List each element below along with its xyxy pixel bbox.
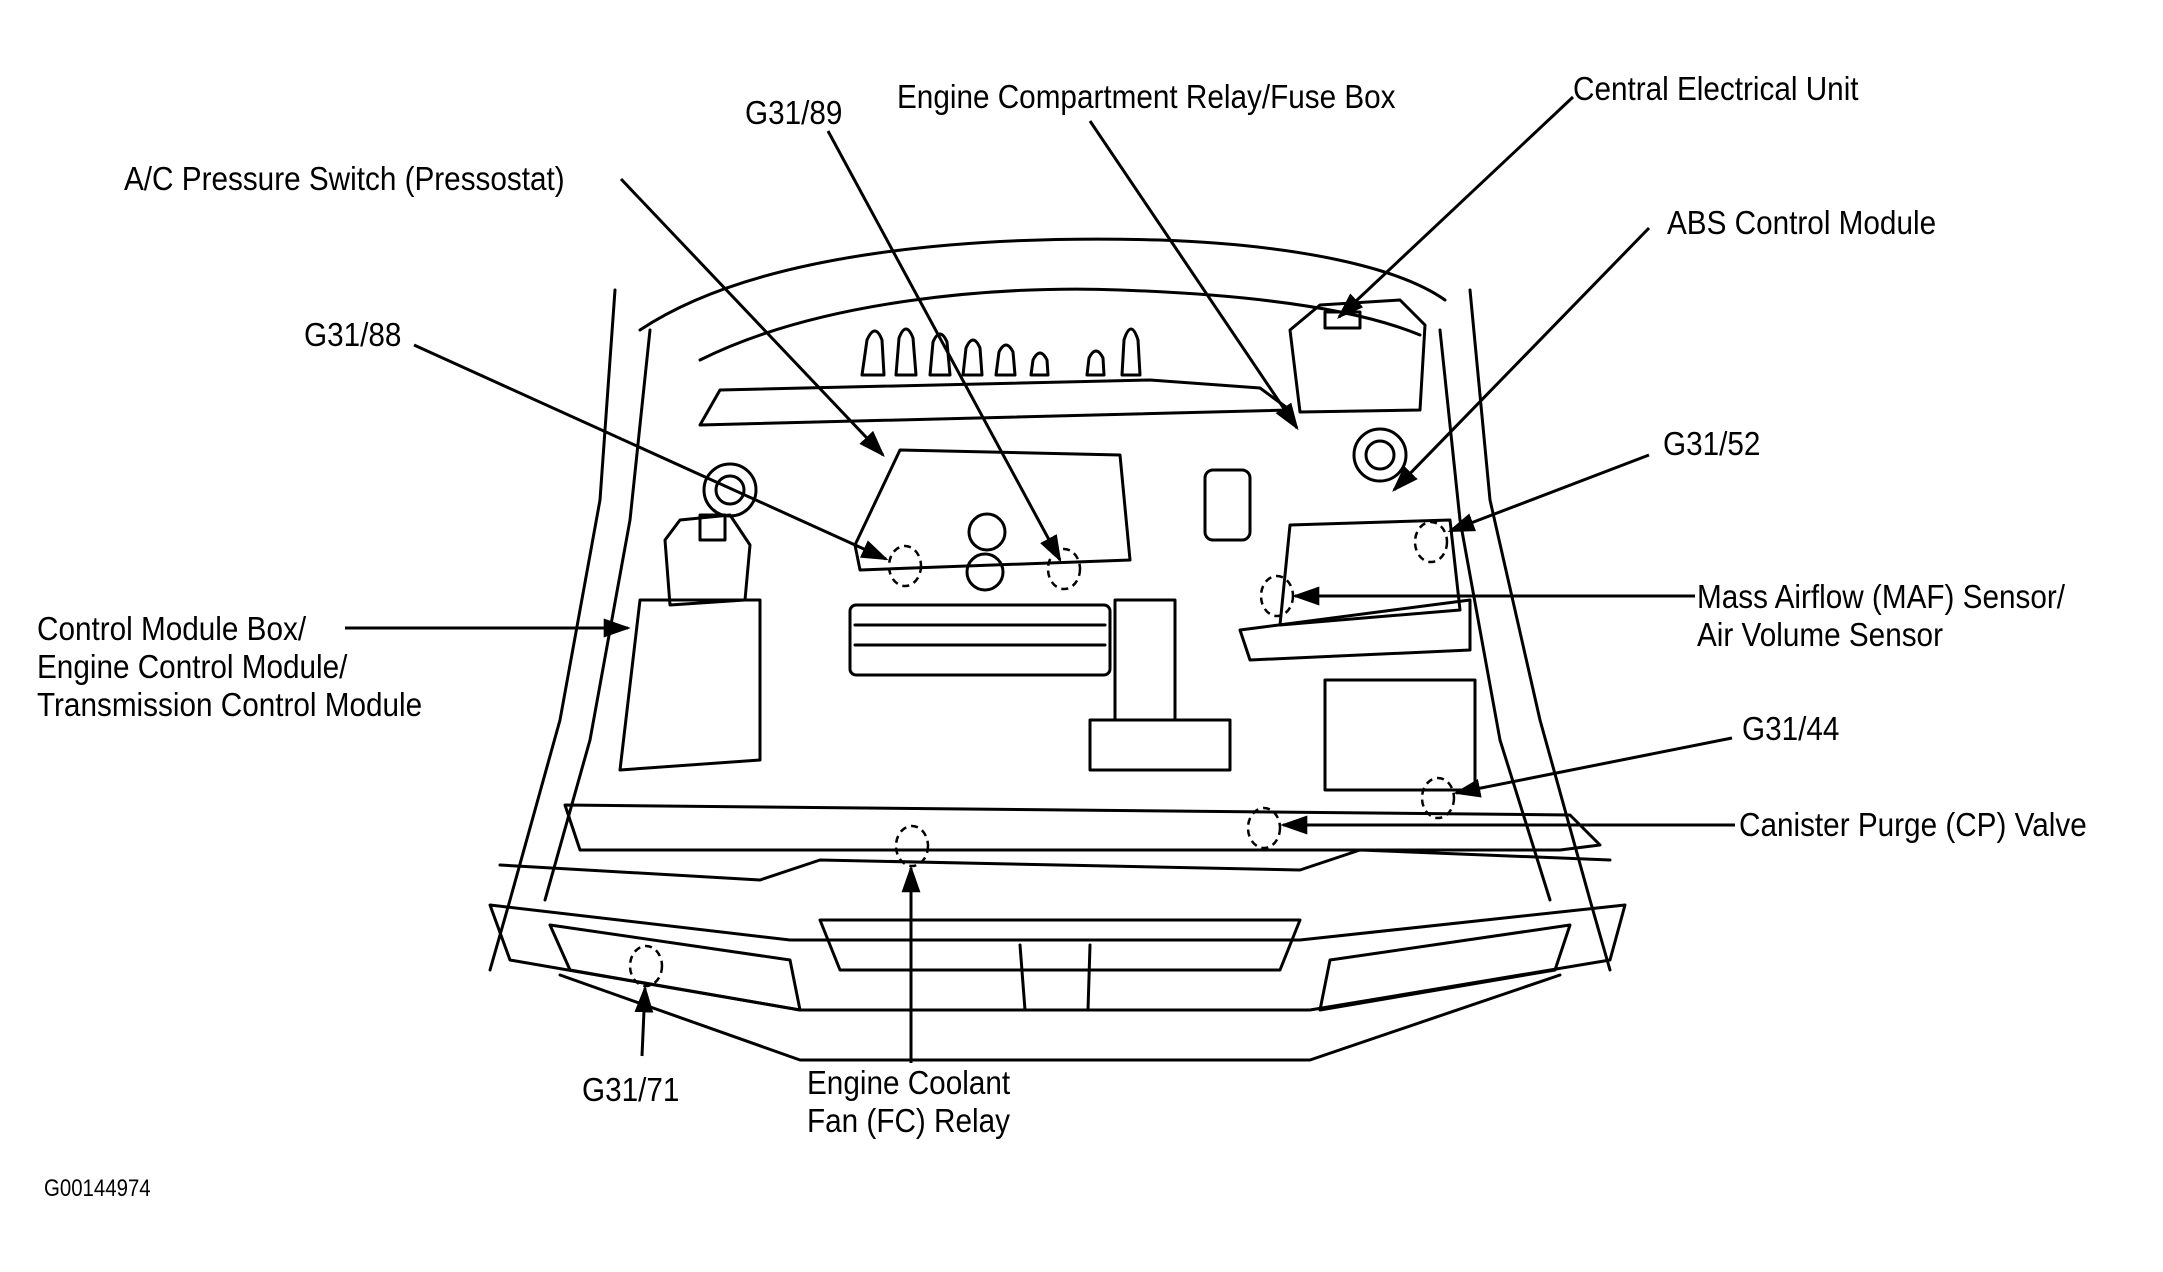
label-g31-71: G31/71 <box>582 1071 680 1108</box>
marker-g31-44 <box>1420 776 1456 820</box>
label-maf-sensor: Mass Airflow (MAF) Sensor/ Air Volume Se… <box>1697 578 2065 654</box>
right-strut-top <box>1352 427 1408 483</box>
oil-filler-cap <box>965 552 1005 592</box>
marker-maf-sensor <box>1259 574 1295 618</box>
right-fender <box>1468 288 1612 972</box>
label-relay-fuse-box: Engine Compartment Relay/Fuse Box <box>897 78 1396 115</box>
leader-abs-control-module <box>1392 226 1651 492</box>
label-control-module-box-line1: Control Module Box/ <box>37 610 307 647</box>
label-maf-sensor-line1: Mass Airflow (MAF) Sensor/ <box>1697 578 2066 615</box>
cowl-inner <box>698 287 1422 362</box>
label-control-module-box-line2: Engine Control Module/ <box>37 648 348 685</box>
cowl-panel <box>698 378 1292 427</box>
leader-g31-88 <box>413 343 889 561</box>
control-module-box <box>618 598 762 772</box>
marker-g31-89 <box>1046 547 1082 591</box>
marker-fc-relay <box>894 824 930 868</box>
right-fog-panel <box>1318 923 1572 1012</box>
leader-g31-44 <box>1453 736 1733 798</box>
label-central-electrical-unit: Central Electrical Unit <box>1573 70 1859 107</box>
label-g31-44: G31/44 <box>1742 710 1840 747</box>
central-electrical-unit-box <box>1288 298 1427 414</box>
marker-g31-71 <box>628 944 664 988</box>
label-control-module-box-line3: Transmission Control Module <box>37 686 423 723</box>
intake-plenum <box>848 603 1112 677</box>
label-control-module-box: Control Module Box/ Engine Control Modul… <box>37 610 422 724</box>
label-abs-control-module: ABS Control Module <box>1667 204 1937 241</box>
label-g31-89: G31/89 <box>745 94 843 131</box>
label-fc-relay-line2: Fan (FC) Relay <box>807 1102 1010 1139</box>
left-fog-panel <box>548 923 802 1012</box>
right-fender-inner <box>1438 328 1552 902</box>
leader-central-electrical-unit <box>1337 95 1575 319</box>
marker-cp-valve <box>1246 806 1282 850</box>
label-fc-relay: Engine Coolant Fan (FC) Relay <box>807 1064 1010 1140</box>
label-fc-relay-line1: Engine Coolant <box>807 1064 1011 1101</box>
throttle-body <box>1113 598 1177 722</box>
marker-g31-52 <box>1413 520 1449 564</box>
leader-relay-fuse-box <box>1088 120 1299 431</box>
leader-ac-pressure-switch <box>619 177 885 457</box>
grille <box>818 918 1302 972</box>
front-bumper-top <box>498 848 1612 882</box>
car-body-outline <box>488 237 1627 1062</box>
coolant-reservoir <box>663 513 752 607</box>
leader-g31-71 <box>634 985 654 1057</box>
marker-g31-88 <box>887 544 923 588</box>
label-ac-pressure-switch: A/C Pressure Switch (Pressostat) <box>124 160 565 197</box>
figure-id: G00144974 <box>44 1175 151 1202</box>
battery <box>1323 678 1477 792</box>
lower-bumper <box>558 973 1562 1062</box>
label-cp-valve: Canister Purge (CP) Valve <box>1739 806 2087 843</box>
label-maf-sensor-line2: Air Volume Sensor <box>1697 616 1943 653</box>
cowl-vents <box>860 327 1142 377</box>
label-g31-52: G31/52 <box>1663 425 1761 462</box>
radiator-support <box>563 803 1602 852</box>
cowl-arc <box>638 237 1447 332</box>
leader-lines <box>345 95 1735 1063</box>
left-strut-top <box>702 462 758 518</box>
leader-g31-52 <box>1447 453 1650 533</box>
label-g31-88: G31/88 <box>304 316 402 353</box>
valve-cover <box>853 448 1132 572</box>
brake-reservoir <box>1203 468 1252 542</box>
leader-g31-89 <box>826 130 1062 563</box>
air-filter-housing <box>1278 518 1462 627</box>
location-markers <box>628 520 1456 988</box>
left-fender-inner <box>543 328 652 902</box>
